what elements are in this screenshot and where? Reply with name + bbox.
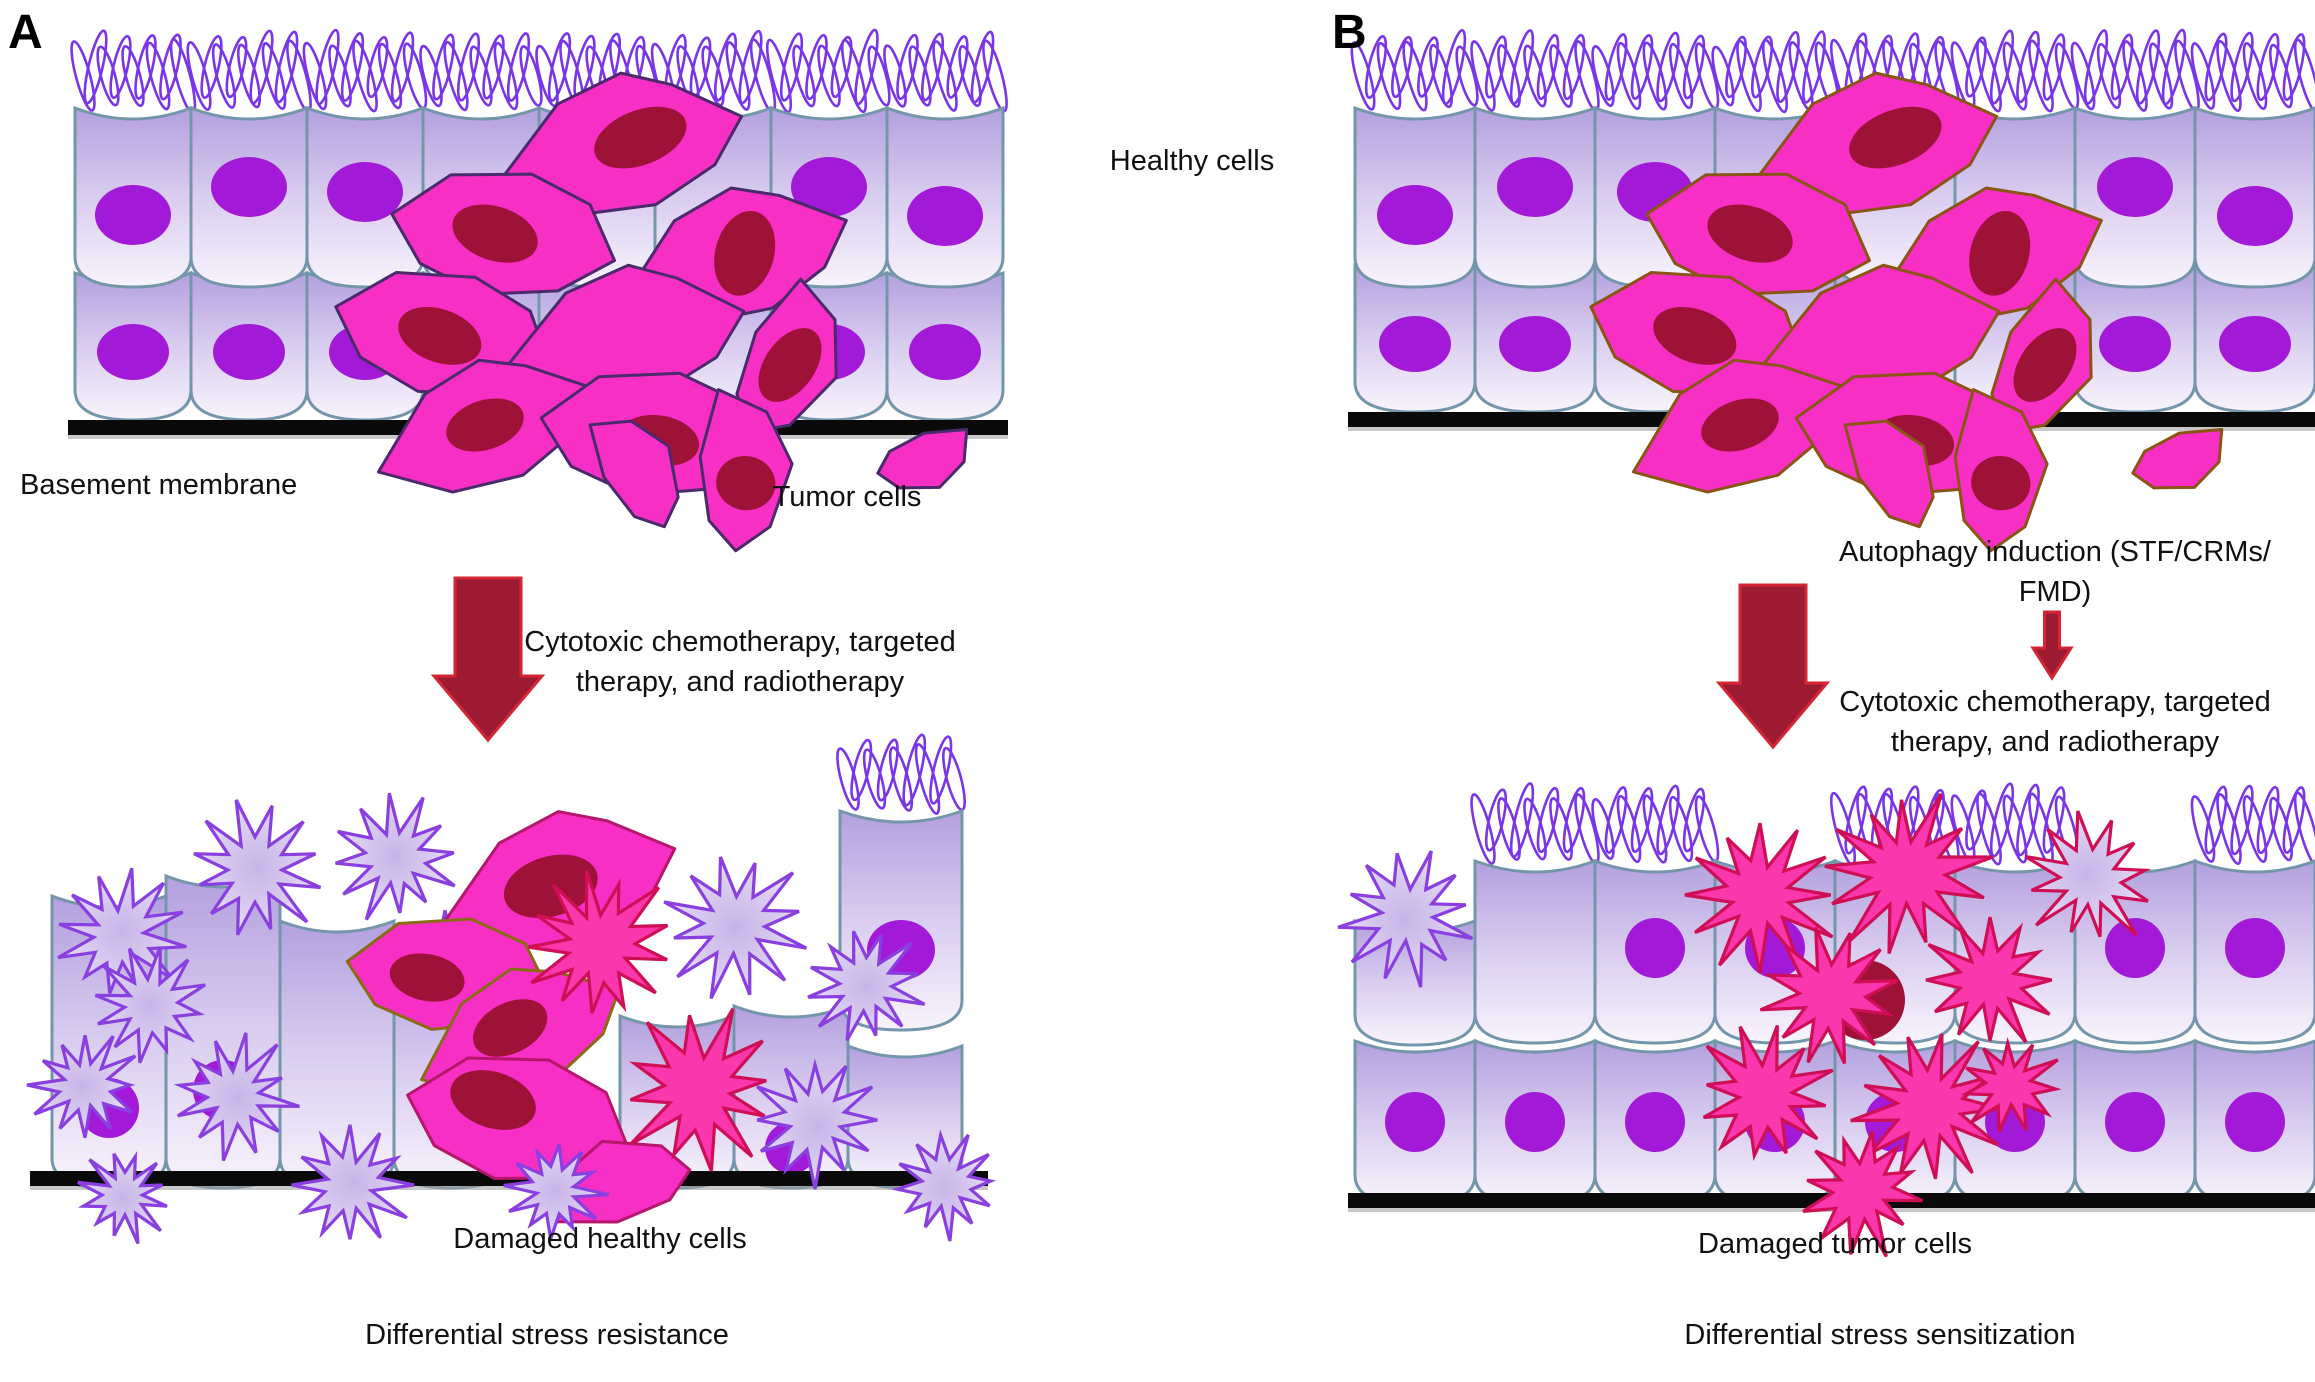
- treatment-text-b: Cytotoxic chemotherapy, targeted therapy…: [1839, 682, 2270, 762]
- treatment-text-a-line2: therapy, and radiotherapy: [575, 666, 905, 698]
- damaged-tumor-cells-label: Damaged tumor cells: [1698, 1228, 1972, 1260]
- panel-b-top-illustration: [1348, 28, 2315, 557]
- healthy-cells-label: Healthy cells: [1109, 145, 1275, 177]
- panel-b-caption: Differential stress sensitization: [1684, 1319, 2076, 1351]
- panel-b-bottom-illustration: [1337, 782, 2315, 1258]
- tumor-cells-label: Tumor cells: [772, 481, 922, 513]
- basement-membrane-label: Basement membrane: [20, 469, 298, 501]
- autophagy-text: Autophagy induction (STF/CRMs/ FMD): [1839, 532, 2271, 612]
- treatment-arrow-b: [1715, 583, 1831, 750]
- treatment-text-a: Cytotoxic chemotherapy, targeted therapy…: [524, 622, 955, 702]
- panel-b-letter: B: [1332, 6, 1367, 59]
- panel-a-top-illustration: [68, 28, 1008, 557]
- panel-a-bottom-illustration: [26, 733, 996, 1245]
- autophagy-text-line1: Autophagy induction (STF/CRMs/: [1839, 536, 2271, 568]
- treatment-text-a-line1: Cytotoxic chemotherapy, targeted: [524, 626, 956, 658]
- autophagy-arrow: [2030, 610, 2074, 681]
- treatment-text-b-line2: therapy, and radiotherapy: [1890, 726, 2220, 758]
- panel-a-letter: A: [8, 6, 43, 59]
- panel-a-caption: Differential stress resistance: [365, 1319, 729, 1351]
- treatment-arrow-a: [430, 576, 546, 743]
- damaged-healthy-cells-label: Damaged healthy cells: [453, 1223, 747, 1255]
- autophagy-text-line2: FMD): [2018, 576, 2092, 608]
- treatment-text-b-line1: Cytotoxic chemotherapy, targeted: [1839, 686, 2271, 718]
